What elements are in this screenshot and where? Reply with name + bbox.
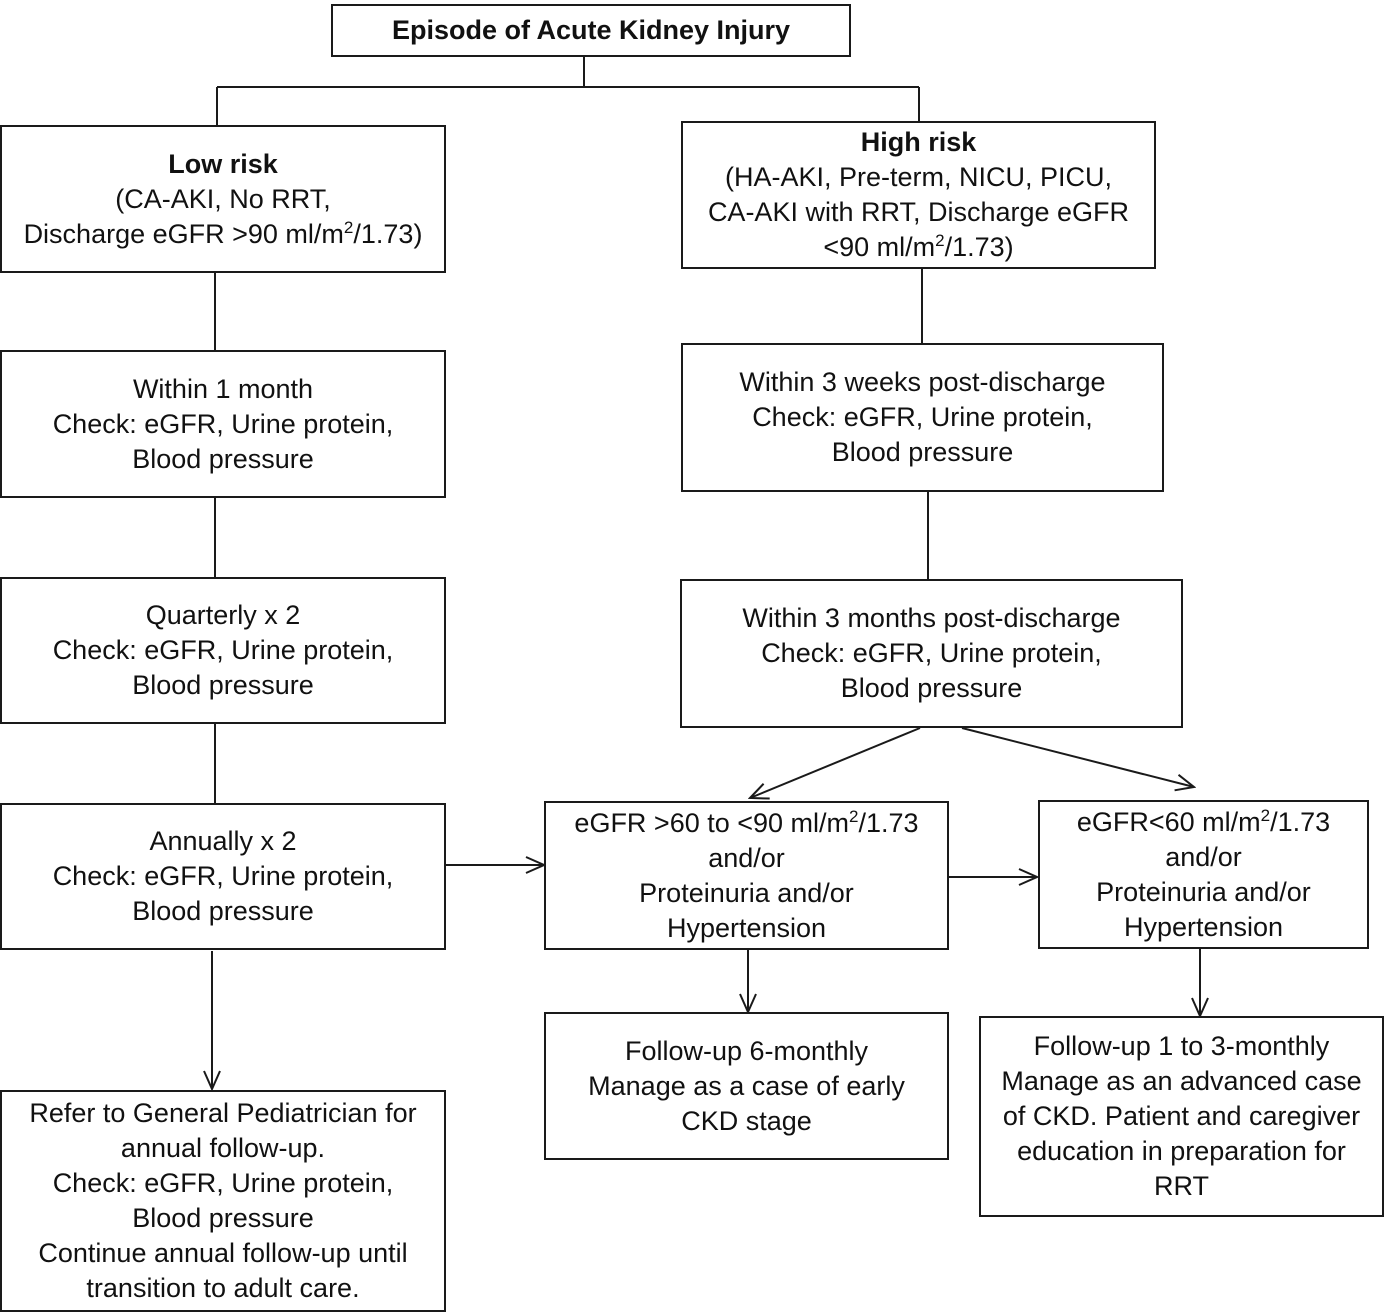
follow-up-1-to-3-monthly-line-3: of CKD. Patient and caregiver (1002, 1101, 1361, 1131)
low-risk-title: Low risk (168, 148, 278, 179)
episode-box: Episode of Acute Kidney Injury (331, 4, 851, 57)
low-refer-line-4: Blood pressure (132, 1203, 314, 1233)
high-within-3-weeks-line-1: Within 3 weeks post-discharge (739, 367, 1106, 397)
high-within-3-weeks-line-2: Check: eGFR, Urine protein, (752, 402, 1093, 432)
low-risk-criteria-1: (CA-AKI, No RRT, (115, 183, 331, 214)
high-within-3-weeks-box: Within 3 weeks post-discharge Check: eGF… (681, 343, 1164, 492)
episode-title: Episode of Acute Kidney Injury (391, 15, 791, 45)
low-within-1-month-line-3: Blood pressure (132, 443, 314, 474)
low-egfr-line-1: eGFR<60 ml/m2/1.73 (1076, 805, 1331, 837)
low-refer-line-2: annual follow-up. (120, 1133, 326, 1163)
follow-up-1-to-3-monthly-line-4: education in preparation for (1017, 1136, 1346, 1166)
mid-egfr-line-1: eGFR >60 to <90 ml/m2/1.73 (574, 806, 919, 838)
high-risk-title: High risk (860, 127, 977, 157)
high-within-3-weeks-line-3: Blood pressure (831, 437, 1014, 467)
low-refer-line-3: Check: eGFR, Urine protein, (52, 1168, 394, 1198)
low-risk-criteria-2: Discharge eGFR >90 ml/m2/1.73) (23, 217, 423, 249)
mid-egfr-box: eGFR >60 to <90 ml/m2/1.73 and/or Protei… (544, 801, 949, 950)
high-within-3-months-line-1: Within 3 months post-discharge (742, 603, 1121, 633)
low-annually-box: Annually x 2 Check: eGFR, Urine protein,… (0, 803, 446, 950)
arrow-3months-to-mid-egfr (750, 727, 921, 798)
low-quarterly-line-3: Blood pressure (132, 670, 314, 700)
follow-up-1-to-3-monthly-line-2: Manage as an advanced case (1001, 1066, 1362, 1096)
mid-egfr-line-4: Hypertension (666, 912, 827, 943)
high-within-3-months-box: Within 3 months post-discharge Check: eG… (680, 579, 1183, 728)
low-risk-box: Low risk (CA-AKI, No RRT, Discharge eGFR… (0, 125, 446, 273)
follow-up-6-monthly-line-3: CKD stage (681, 1105, 812, 1136)
low-egfr-line-4: Hypertension (1123, 911, 1284, 942)
high-risk-criteria-3: <90 ml/m2/1.73) (823, 231, 1014, 262)
low-annually-line-3: Blood pressure (132, 896, 314, 926)
follow-up-1-to-3-monthly-line-1: Follow-up 1 to 3-monthly (1033, 1031, 1330, 1061)
low-annually-line-1: Annually x 2 (149, 826, 297, 856)
low-egfr-line-2: and/or (1165, 841, 1242, 872)
follow-up-6-monthly-line-1: Follow-up 6-monthly (624, 1035, 869, 1066)
low-within-1-month-line-2: Check: eGFR, Urine protein, (52, 408, 394, 439)
high-risk-box: High risk (HA-AKI, Pre-term, NICU, PICU,… (681, 121, 1156, 269)
low-annually-line-2: Check: eGFR, Urine protein, (52, 861, 394, 891)
follow-up-1-to-3-monthly-line-5: RRT (1153, 1171, 1209, 1201)
follow-up-6-monthly-box: Follow-up 6-monthly Manage as a case of … (544, 1012, 949, 1160)
mid-egfr-line-2: and/or (708, 842, 785, 873)
high-risk-criteria-1: (HA-AKI, Pre-term, NICU, PICU, (724, 162, 1113, 192)
low-refer-box: Refer to General Pediatrician for annual… (0, 1090, 446, 1312)
low-refer-line-1: Refer to General Pediatrician for (29, 1098, 417, 1128)
follow-up-6-monthly-line-2: Manage as a case of early (588, 1070, 905, 1101)
low-refer-line-6: transition to adult care. (86, 1273, 360, 1303)
low-quarterly-line-1: Quarterly x 2 (145, 600, 301, 630)
high-risk-criteria-2: CA-AKI with RRT, Discharge eGFR (707, 197, 1130, 227)
low-egfr-box: eGFR<60 ml/m2/1.73 and/or Proteinuria an… (1038, 800, 1369, 949)
low-quarterly-line-2: Check: eGFR, Urine protein, (52, 635, 394, 665)
low-refer-line-5: Continue annual follow-up until (38, 1238, 408, 1268)
arrow-3months-to-low-egfr (961, 727, 1194, 787)
low-within-1-month-box: Within 1 month Check: eGFR, Urine protei… (0, 350, 446, 498)
high-within-3-months-line-2: Check: eGFR, Urine protein, (761, 638, 1102, 668)
low-quarterly-box: Quarterly x 2 Check: eGFR, Urine protein… (0, 577, 446, 724)
high-within-3-months-line-3: Blood pressure (840, 673, 1023, 703)
mid-egfr-line-3: Proteinuria and/or (639, 877, 854, 908)
low-within-1-month-line-1: Within 1 month (132, 373, 314, 404)
follow-up-1-to-3-monthly-box: Follow-up 1 to 3-monthly Manage as an ad… (979, 1016, 1384, 1217)
low-egfr-line-3: Proteinuria and/or (1096, 876, 1311, 907)
